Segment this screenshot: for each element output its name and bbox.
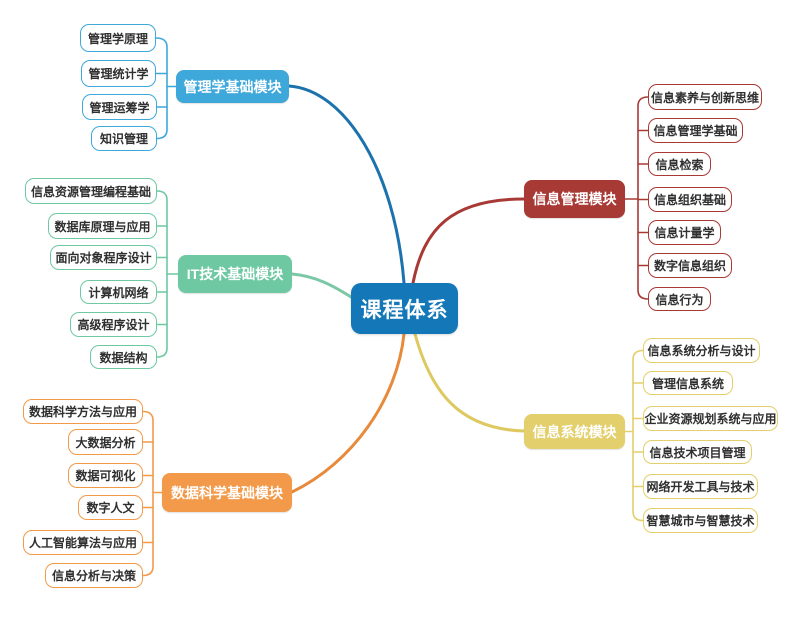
- leaf-node[interactable]: 管理运筹学: [82, 94, 157, 120]
- leaf-node[interactable]: 数据库原理与应用: [48, 213, 157, 239]
- leaf-node[interactable]: 信息计量学: [648, 220, 721, 245]
- leaf-node[interactable]: 计算机网络: [80, 280, 157, 304]
- leaf-node[interactable]: 智慧城市与智慧技术: [643, 508, 758, 533]
- leaf-node[interactable]: 信息技术项目管理: [643, 440, 752, 464]
- branch-node-it-basics[interactable]: IT技术基础模块: [178, 255, 292, 293]
- center-topic[interactable]: 课程体系: [351, 283, 458, 334]
- leaf-node[interactable]: 数字信息组织: [648, 253, 732, 278]
- leaf-node[interactable]: 信息检索: [648, 152, 711, 176]
- leaf-node[interactable]: 数据科学方法与应用: [23, 399, 143, 424]
- connector-line: [155, 37, 168, 140]
- connector-line: [290, 332, 406, 494]
- branch-node-info-systems[interactable]: 信息系统模块: [524, 414, 625, 449]
- branch-node-data-science-basics[interactable]: 数据科学基础模块: [162, 473, 292, 512]
- leaf-node[interactable]: 管理学原理: [80, 24, 156, 52]
- connector-line: [156, 190, 168, 358]
- leaf-node[interactable]: 信息分析与决策: [45, 563, 143, 588]
- leaf-node[interactable]: 企业资源规划系统与应用: [643, 406, 778, 431]
- branch-node-management-basics[interactable]: 管理学基础模块: [176, 70, 289, 103]
- branch-node-info-management[interactable]: 信息管理模块: [524, 180, 625, 218]
- leaf-node[interactable]: 数据结构: [90, 345, 157, 369]
- leaf-node[interactable]: 信息资源管理编程基础: [25, 178, 157, 204]
- connector-line: [637, 96, 649, 300]
- leaf-node[interactable]: 信息素养与创新思维: [648, 84, 762, 110]
- leaf-node[interactable]: 人工智能算法与应用: [23, 530, 143, 555]
- leaf-node[interactable]: 管理统计学: [81, 60, 156, 87]
- connector-line: [632, 349, 644, 522]
- connector-line: [290, 272, 353, 299]
- leaf-node[interactable]: 数字人文: [78, 495, 143, 520]
- connector-line: [142, 410, 154, 577]
- leaf-node[interactable]: 管理信息系统: [643, 371, 733, 395]
- leaf-node[interactable]: 知识管理: [91, 126, 157, 151]
- leaf-node[interactable]: 信息系统分析与设计: [643, 338, 760, 363]
- leaf-node[interactable]: 信息行为: [648, 287, 711, 311]
- leaf-node[interactable]: 信息组织基础: [648, 187, 732, 212]
- leaf-node[interactable]: 面向对象程序设计: [50, 245, 157, 270]
- leaf-node[interactable]: 信息管理学基础: [648, 118, 743, 143]
- leaf-node[interactable]: 高级程序设计: [70, 312, 157, 337]
- connector-line: [413, 332, 526, 433]
- leaf-node[interactable]: 大数据分析: [68, 429, 143, 455]
- connector-line: [411, 197, 526, 285]
- connector-line: [287, 84, 406, 285]
- leaf-node[interactable]: 数据可视化: [68, 463, 143, 488]
- leaf-node[interactable]: 网络开发工具与技术: [643, 474, 758, 499]
